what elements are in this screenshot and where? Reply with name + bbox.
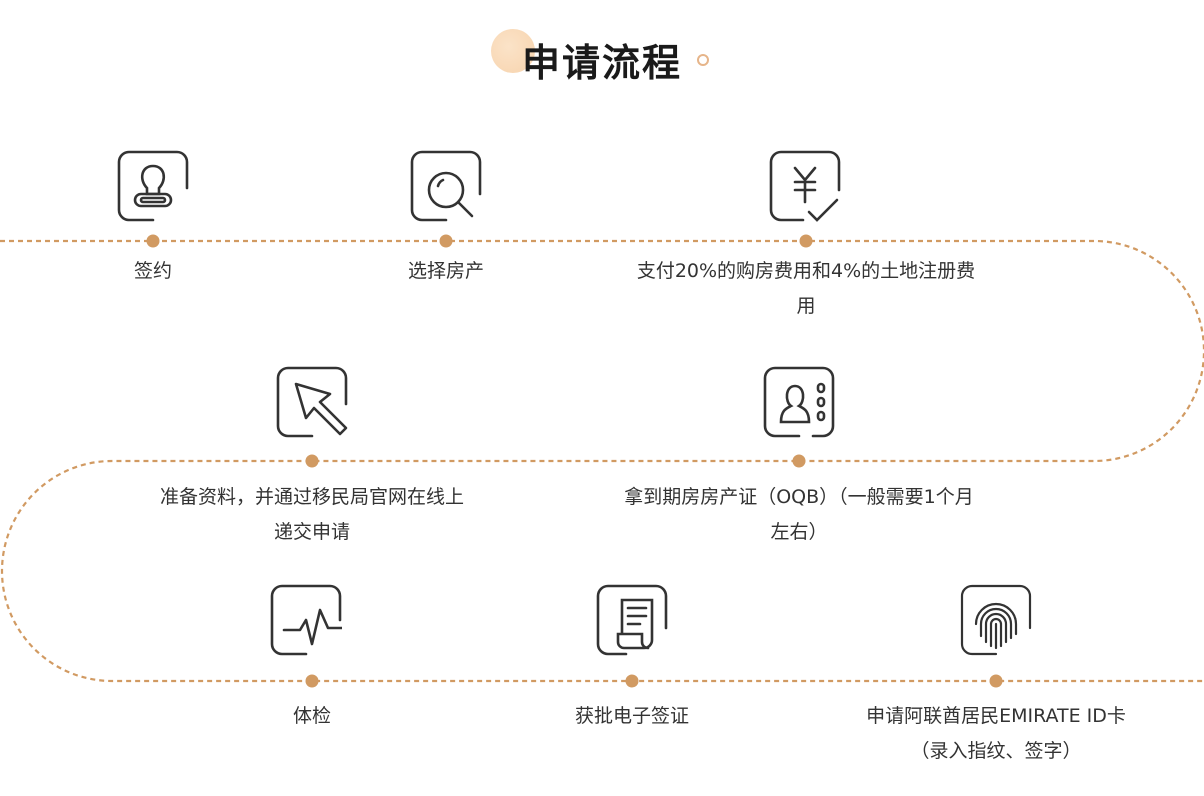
step-dot xyxy=(989,674,1003,688)
step-dot xyxy=(439,234,453,248)
yuan-check-icon xyxy=(769,150,841,222)
decorative-ring xyxy=(697,54,709,66)
step-dot xyxy=(792,454,806,468)
magnifier-icon xyxy=(410,150,482,222)
step-label: 支付20%的购房费用和4%的土地注册费用 xyxy=(636,260,976,317)
heartbeat-icon xyxy=(270,584,342,656)
step-dot xyxy=(305,674,319,688)
fingerprint-icon xyxy=(960,584,1032,656)
step-label: 准备资料，并通过移民局官网在线上递交申请 xyxy=(159,486,464,543)
document-scroll-icon xyxy=(596,584,668,656)
step-label: 选择房产 xyxy=(407,260,484,282)
step-dot xyxy=(305,454,319,468)
step-dot xyxy=(625,674,639,688)
stamp-icon xyxy=(117,150,189,222)
contact-card-icon xyxy=(763,366,835,438)
title-text: 申请流程 xyxy=(521,41,682,85)
step-dot xyxy=(799,234,813,248)
cursor-arrow-icon xyxy=(276,366,348,438)
decorative-circle xyxy=(491,29,535,73)
step-label: 拿到期房房产证（OQB）（一般需要1个月左右） xyxy=(624,486,974,543)
step-label: 申请阿联酋居民EMIRATE ID卡（录入指纹、签字） xyxy=(866,705,1126,762)
step-label: 获批电子签证 xyxy=(574,705,689,727)
step-label: 体检 xyxy=(292,705,331,727)
step-label: 签约 xyxy=(133,260,172,282)
page-title: 申请流程 xyxy=(0,32,1204,87)
step-dot xyxy=(146,234,160,248)
